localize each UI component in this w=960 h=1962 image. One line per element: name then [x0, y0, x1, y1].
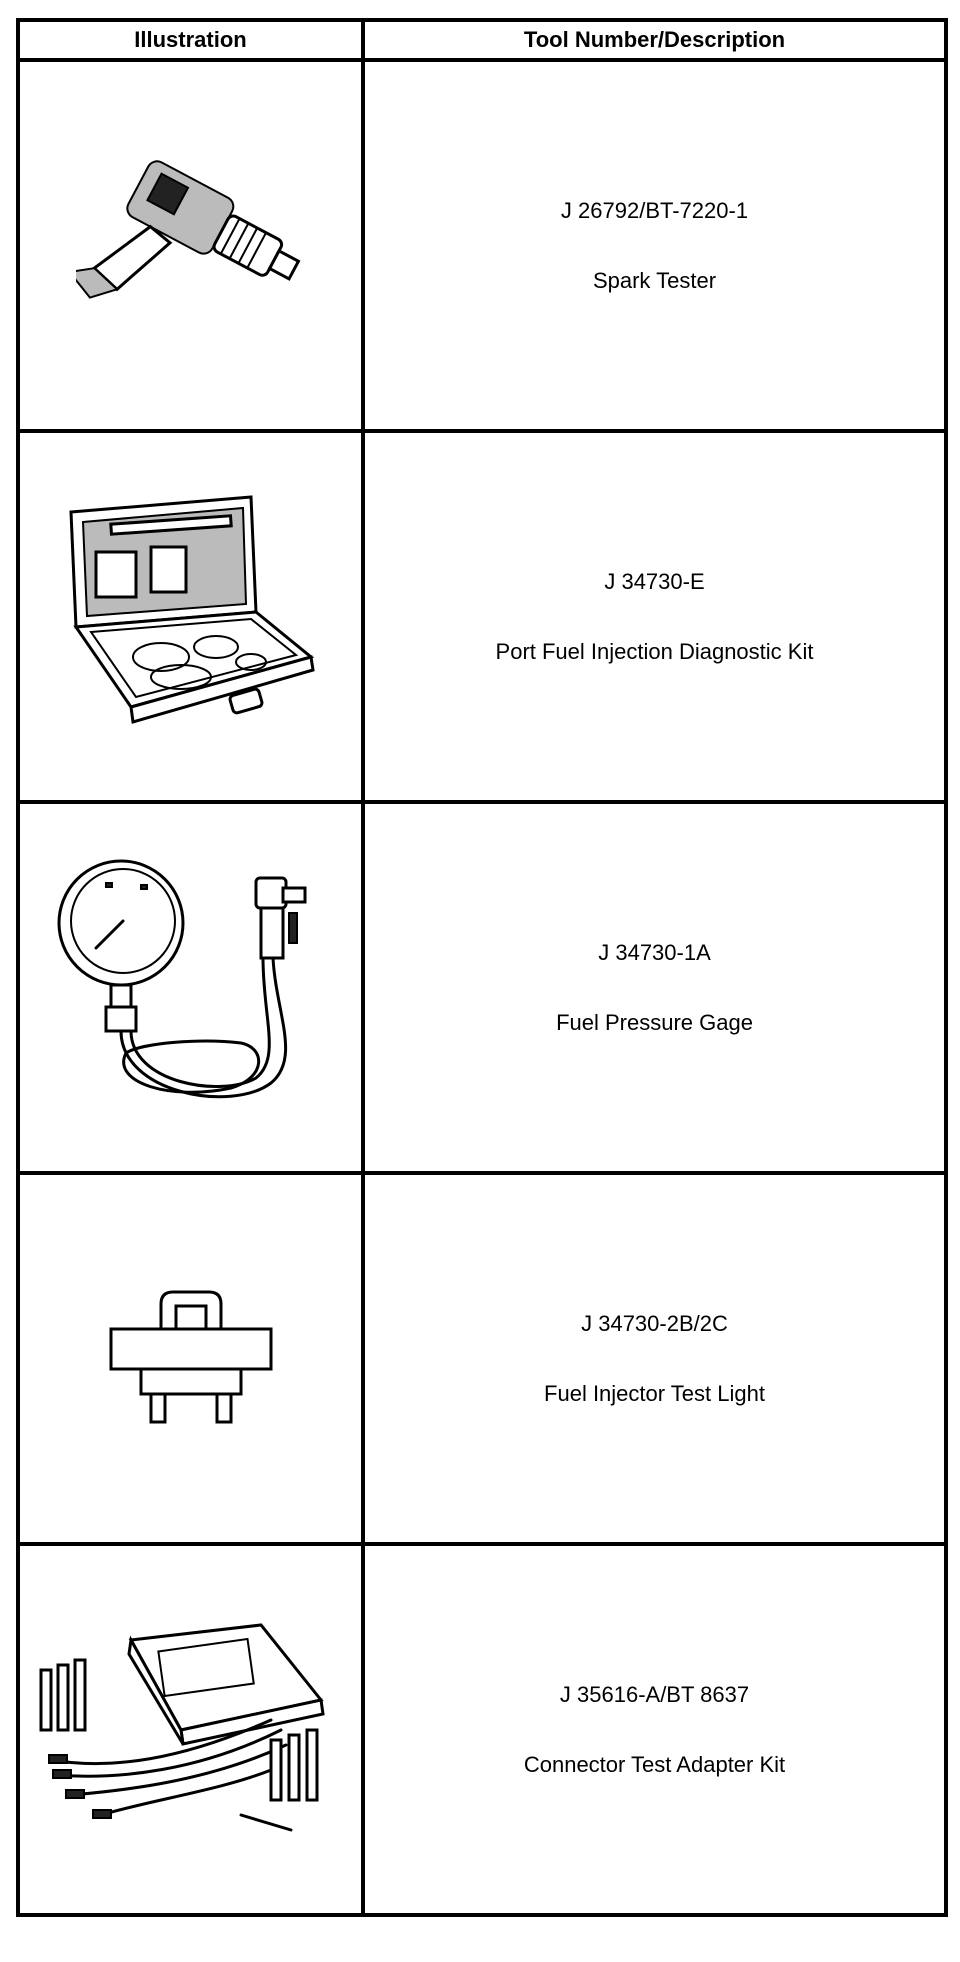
tool-number: J 34730-1A [598, 939, 711, 965]
diagnostic-kit-case-illustration [68, 494, 315, 724]
tool-number: J 34730-E [604, 568, 705, 594]
table-row: J 26792/BT-7220-1 Spark Tester [16, 58, 948, 433]
table-header-row: Illustration Tool Number/Description [16, 18, 948, 62]
table-row: J 34730-1A Fuel Pressure Gage [16, 800, 948, 1175]
tool-table: Illustration Tool Number/Description [16, 18, 948, 1917]
illustration-cell [16, 58, 365, 433]
description-cell: J 34730-1A Fuel Pressure Gage [361, 800, 948, 1175]
table-row: J 34730-E Port Fuel Injection Diagnostic… [16, 429, 948, 804]
spark-tester-illustration [75, 159, 300, 299]
tool-number: J 34730-2B/2C [581, 1310, 728, 1336]
description-cell: J 34730-2B/2C Fuel Injector Test Light [361, 1171, 948, 1546]
tool-name: Port Fuel Injection Diagnostic Kit [495, 638, 814, 664]
injector-test-light-illustration [109, 1290, 272, 1423]
tool-number: J 26792/BT-7220-1 [560, 197, 749, 223]
header-illustration: Illustration [16, 18, 365, 62]
table-row: J 34730-2B/2C Fuel Injector Test Light [16, 1171, 948, 1546]
tool-name: Spark Tester [592, 267, 717, 293]
tool-name: Fuel Pressure Gage [556, 1009, 753, 1035]
description-cell: J 34730-E Port Fuel Injection Diagnostic… [361, 429, 948, 804]
adapter-kit-illustration [39, 1622, 325, 1831]
tool-number: J 35616-A/BT 8637 [559, 1681, 750, 1707]
description-cell: J 26792/BT-7220-1 Spark Tester [361, 58, 948, 433]
fuel-pressure-gage-illustration [57, 859, 306, 1098]
tool-name: Fuel Injector Test Light [544, 1380, 765, 1406]
illustration-cell [16, 800, 365, 1175]
illustration-cell [16, 429, 365, 804]
illustration-cell [16, 1542, 365, 1917]
illustration-cell [16, 1171, 365, 1546]
tool-name: Connector Test Adapter Kit [523, 1751, 786, 1777]
description-cell: J 35616-A/BT 8637 Connector Test Adapter… [361, 1542, 948, 1917]
header-tool-description: Tool Number/Description [361, 18, 948, 62]
table-row: J 35616-A/BT 8637 Connector Test Adapter… [16, 1542, 948, 1917]
